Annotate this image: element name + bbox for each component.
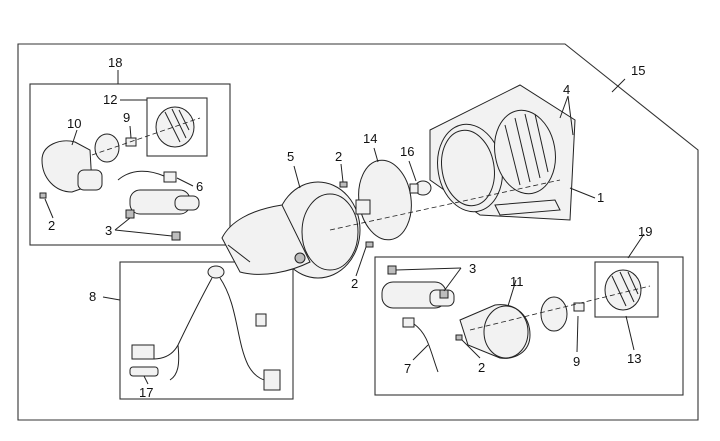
callout-10: 10: [67, 116, 81, 131]
callout-18: 18: [108, 55, 122, 70]
box-18-left-turn-signal: [29, 83, 231, 246]
callout-16: 16: [400, 144, 414, 159]
wire-part-7: [413, 323, 439, 373]
box-8-wiring-harness: [119, 261, 294, 400]
socket-plate-right: [540, 296, 568, 332]
callout-3-right: 3: [469, 261, 476, 276]
callout-9-left: 9: [123, 110, 130, 125]
connector-part-6: [117, 170, 177, 183]
callout-5: 5: [287, 149, 294, 164]
callout-9-right: 9: [573, 354, 580, 369]
nut-part-3-right-b: [439, 289, 449, 299]
callout-2-right: 2: [478, 360, 485, 375]
leader-lines: [44, 70, 645, 385]
box-12-lens-detail: [146, 97, 208, 157]
turn-signal-housing-part-11: [459, 304, 531, 359]
screw-part-2-right: [455, 334, 463, 341]
assembly-axis-headlamp: [329, 179, 561, 231]
connector-part-7: [402, 317, 415, 328]
headlamp-reflector-part-1: [429, 84, 576, 221]
callout-2-middle: 2: [351, 276, 358, 291]
bulb-holder-part-14: [355, 159, 412, 241]
callout-13: 13: [627, 351, 641, 366]
callout-14: 14: [363, 131, 377, 146]
bulb-part-16: [409, 180, 432, 196]
callout-19: 19: [638, 224, 652, 239]
screw-part-2-upper: [339, 181, 348, 188]
turn-signal-housing-part-10: [41, 140, 103, 193]
callout-7: 7: [404, 361, 411, 376]
callout-2-top: 2: [335, 149, 342, 164]
nut-part-3-right-a: [387, 265, 397, 275]
headlamp-housing-part-5: [221, 181, 361, 279]
screw-part-2-lower: [365, 241, 374, 248]
callout-11: 11: [510, 274, 524, 289]
callout-15: 15: [631, 63, 645, 78]
callout-6: 6: [196, 179, 203, 194]
socket-plate-left: [94, 133, 120, 163]
box-19-right-turn-signal: [374, 256, 684, 396]
callout-12: 12: [103, 92, 117, 107]
bracket-tube-left: [129, 189, 200, 215]
lens-part-13: [604, 269, 642, 311]
assembly-axis-left-signal: [91, 117, 201, 156]
assembly-axis-right-signal: [469, 285, 651, 331]
screw-part-2-left: [39, 192, 47, 199]
callout-2-left: 2: [48, 218, 55, 233]
nut-part-3-left-b: [171, 231, 181, 241]
callout-8: 8: [89, 289, 96, 304]
callout-3-left: 3: [105, 223, 112, 238]
lens-part-12: [155, 106, 195, 148]
wiring-harness-part-8: [129, 265, 281, 391]
callout-1: 1: [597, 190, 604, 205]
main-assembly-outline: [17, 43, 699, 421]
nut-part-3-left-a: [125, 209, 135, 219]
callout-17: 17: [139, 385, 153, 400]
callout-4: 4: [563, 82, 570, 97]
